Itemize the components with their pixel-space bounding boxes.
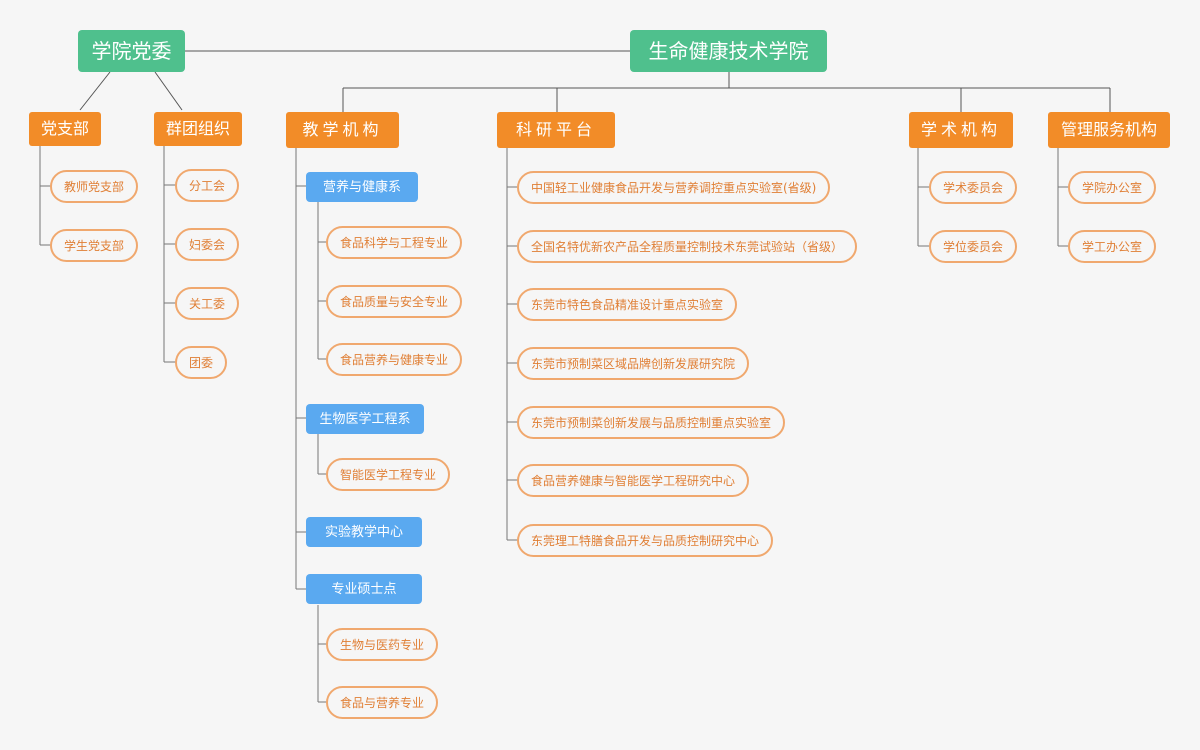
leaf-food-quality-safety: 食品质量与安全专业 [326, 285, 463, 318]
mass-org-node: 群团组织 [154, 112, 242, 146]
leaf-student-party-branch: 学生党支部 [50, 229, 139, 262]
leaf-teacher-party-branch: 教师党支部 [50, 170, 139, 203]
leaf-food-science-engineering: 食品科学与工程专业 [326, 226, 463, 259]
teaching-node: 教学机构 [286, 112, 399, 148]
leaf-research-platform: 全国名特优新农产品全程质量控制技术东莞试验站（省级） [517, 230, 858, 263]
leaf-care-committee: 关工委 [175, 287, 240, 320]
leaf-academic-committee: 学术委员会 [929, 171, 1018, 204]
leaf-intelligent-medical-engineering: 智能医学工程专业 [326, 458, 451, 491]
leaf-women-committee: 妇委会 [175, 228, 240, 261]
group-professional-master-program: 专业硕士点 [306, 574, 422, 604]
party-committee-node: 学院党委 [78, 30, 185, 72]
academic-node: 学术机构 [909, 112, 1013, 148]
party-branch-node: 党支部 [29, 112, 101, 146]
leaf-research-platform: 食品营养健康与智能医学工程研究中心 [517, 464, 750, 497]
leaf-college-office: 学院办公室 [1068, 171, 1157, 204]
leaf-research-platform: 东莞理工特膳食品开发与品质控制研究中心 [517, 524, 774, 557]
leaf-biology-medicine: 生物与医药专业 [326, 628, 439, 661]
group-biomedical-engineering-dept: 生物医学工程系 [306, 404, 424, 434]
group-nutrition-health-dept: 营养与健康系 [306, 172, 418, 202]
leaf-research-platform: 东莞市预制菜创新发展与品质控制重点实验室 [517, 406, 786, 439]
group-experimental-teaching-center: 实验教学中心 [306, 517, 422, 547]
leaf-food-nutrition-health: 食品营养与健康专业 [326, 343, 463, 376]
leaf-trade-union: 分工会 [175, 169, 240, 202]
research-node: 科研平台 [497, 112, 615, 148]
leaf-research-platform: 东莞市特色食品精准设计重点实验室 [517, 288, 738, 321]
college-root-node: 生命健康技术学院 [630, 30, 827, 72]
leaf-food-nutrition: 食品与营养专业 [326, 686, 439, 719]
leaf-research-platform: 东莞市预制菜区域品牌创新发展研究院 [517, 347, 750, 380]
admin-services-node: 管理服务机构 [1048, 112, 1170, 148]
leaf-research-platform: 中国轻工业健康食品开发与营养调控重点实验室(省级) [517, 171, 831, 204]
leaf-degree-committee: 学位委员会 [929, 230, 1018, 263]
leaf-youth-league: 团委 [175, 346, 228, 379]
leaf-student-affairs-office: 学工办公室 [1068, 230, 1157, 263]
